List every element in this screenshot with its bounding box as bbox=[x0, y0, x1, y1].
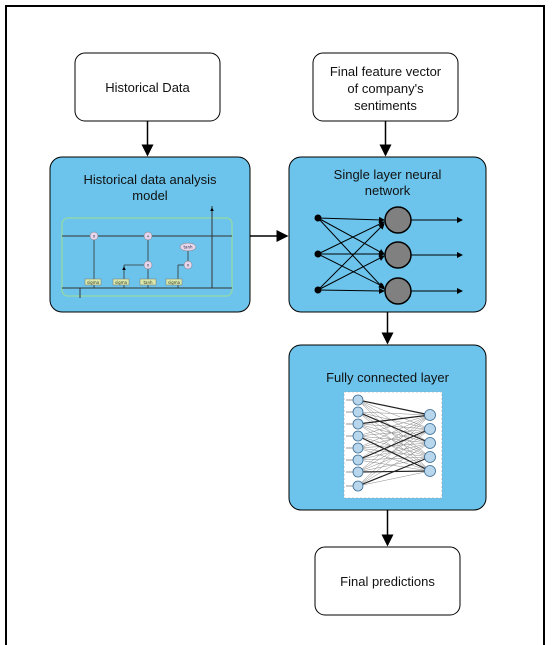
nn-neuron bbox=[384, 241, 412, 269]
final-feature-vector-node: Final feature vector of company's sentim… bbox=[312, 52, 459, 122]
fc-output-node bbox=[424, 437, 436, 449]
fc-output-node bbox=[424, 451, 436, 463]
fc-input-node bbox=[352, 430, 364, 442]
fc-input-node bbox=[352, 466, 364, 478]
single-layer-nn-node: Single layer neural network bbox=[288, 156, 487, 313]
nn-input-node bbox=[314, 214, 322, 222]
historical-model-line-1: Historical data analysis bbox=[84, 172, 217, 187]
lstm-cell-illustration: sigma sigma tanh sigma x + x x tanh bbox=[61, 206, 233, 298]
fc-output-node bbox=[424, 409, 436, 421]
final-feature-vector-line-1: Final feature vector bbox=[330, 64, 442, 79]
final-predictions-label: Final predictions bbox=[340, 574, 435, 589]
fc-input-node bbox=[352, 480, 364, 492]
lstm-gate-label-1: sigma bbox=[87, 280, 100, 285]
fully-connected-label: Fully connected layer bbox=[326, 370, 450, 385]
nn-neuron bbox=[384, 206, 412, 234]
nn-input-node bbox=[314, 286, 322, 294]
neural-network-illustration bbox=[314, 206, 463, 305]
lstm-op-label-2: + bbox=[146, 234, 149, 239]
lstm-gate-label-2: sigma bbox=[115, 280, 128, 285]
single-layer-nn-line-2: network bbox=[365, 183, 411, 198]
fc-input-node bbox=[352, 454, 364, 466]
fc-input-node bbox=[352, 442, 364, 454]
fc-input-node bbox=[352, 394, 364, 406]
lstm-op-label-1: x bbox=[93, 234, 96, 239]
historical-model-line-2: model bbox=[132, 188, 168, 203]
lstm-gate-label-3: tanh bbox=[143, 280, 153, 285]
fc-output-node bbox=[424, 465, 436, 477]
final-feature-vector-line-2: of company's bbox=[347, 81, 424, 96]
historical-data-node: Historical Data bbox=[74, 52, 221, 122]
final-predictions-node: Final predictions bbox=[314, 546, 461, 616]
lstm-gate-label-4: sigma bbox=[168, 280, 181, 285]
diagram-frame bbox=[5, 5, 545, 645]
lstm-op-label-4: x bbox=[187, 263, 190, 268]
fc-input-node bbox=[352, 406, 364, 418]
fully-connected-node: Fully connected layer bbox=[288, 344, 487, 511]
single-layer-nn-line-1: Single layer neural bbox=[334, 167, 442, 182]
nn-neuron bbox=[384, 277, 412, 305]
lstm-op-label-5: tanh bbox=[183, 245, 193, 250]
historical-model-node: Historical data analysis model sigma sig… bbox=[49, 156, 251, 313]
fc-output-node bbox=[424, 423, 436, 435]
fc-input-node bbox=[352, 418, 364, 430]
fc-illustration bbox=[343, 391, 443, 499]
nn-input-node bbox=[314, 250, 322, 258]
lstm-op-label-3: x bbox=[147, 263, 150, 268]
final-feature-vector-line-3: sentiments bbox=[354, 98, 417, 113]
historical-data-label: Historical Data bbox=[105, 80, 190, 95]
